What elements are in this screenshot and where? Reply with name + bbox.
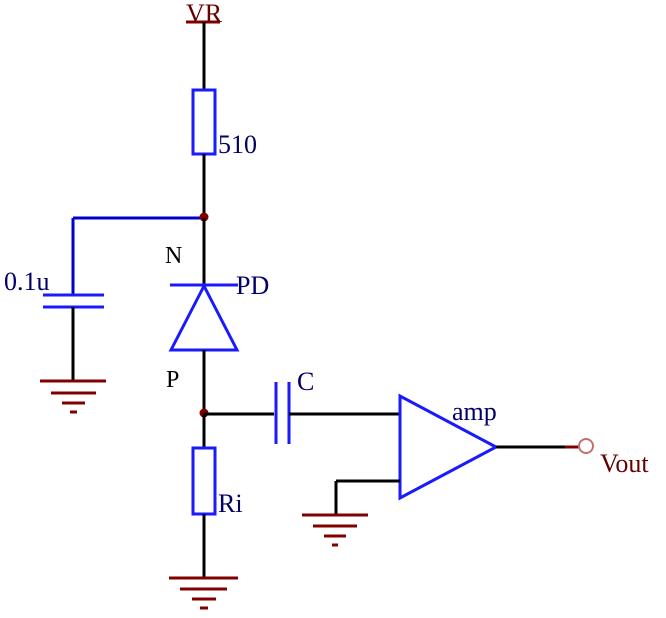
- resistor-bottom-label: Ri: [218, 489, 243, 518]
- output-terminal: Vout: [565, 438, 649, 478]
- photodiode-label: PD: [236, 271, 269, 300]
- output-label: Vout: [600, 449, 649, 478]
- capacitor-c: C: [274, 367, 400, 444]
- node-n-label: N: [165, 243, 182, 269]
- output-pin-icon: [578, 438, 594, 454]
- capacitor-c-label: C: [297, 367, 314, 396]
- resistor-510: 510: [191, 88, 257, 216]
- ground-bottom: [169, 576, 238, 610]
- node-p: P: [166, 367, 274, 418]
- amplifier-label: amp: [452, 397, 497, 426]
- supply-vr: VR: [186, 0, 223, 90]
- node-n: N: [71, 212, 209, 295]
- capacitor-left-label: 0.1u: [4, 267, 50, 296]
- photodiode: PD: [168, 271, 269, 414]
- capacitor-01u: 0.1u: [4, 267, 104, 380]
- ground-left: [40, 379, 106, 414]
- supply-label: VR: [186, 0, 223, 28]
- node-p-label: P: [166, 367, 179, 393]
- resistor-top-label: 510: [218, 130, 257, 159]
- resistor-ri: Ri: [191, 414, 243, 577]
- amplifier: amp: [334, 393, 578, 514]
- ground-amp: [302, 513, 368, 547]
- junction-n: [199, 212, 209, 222]
